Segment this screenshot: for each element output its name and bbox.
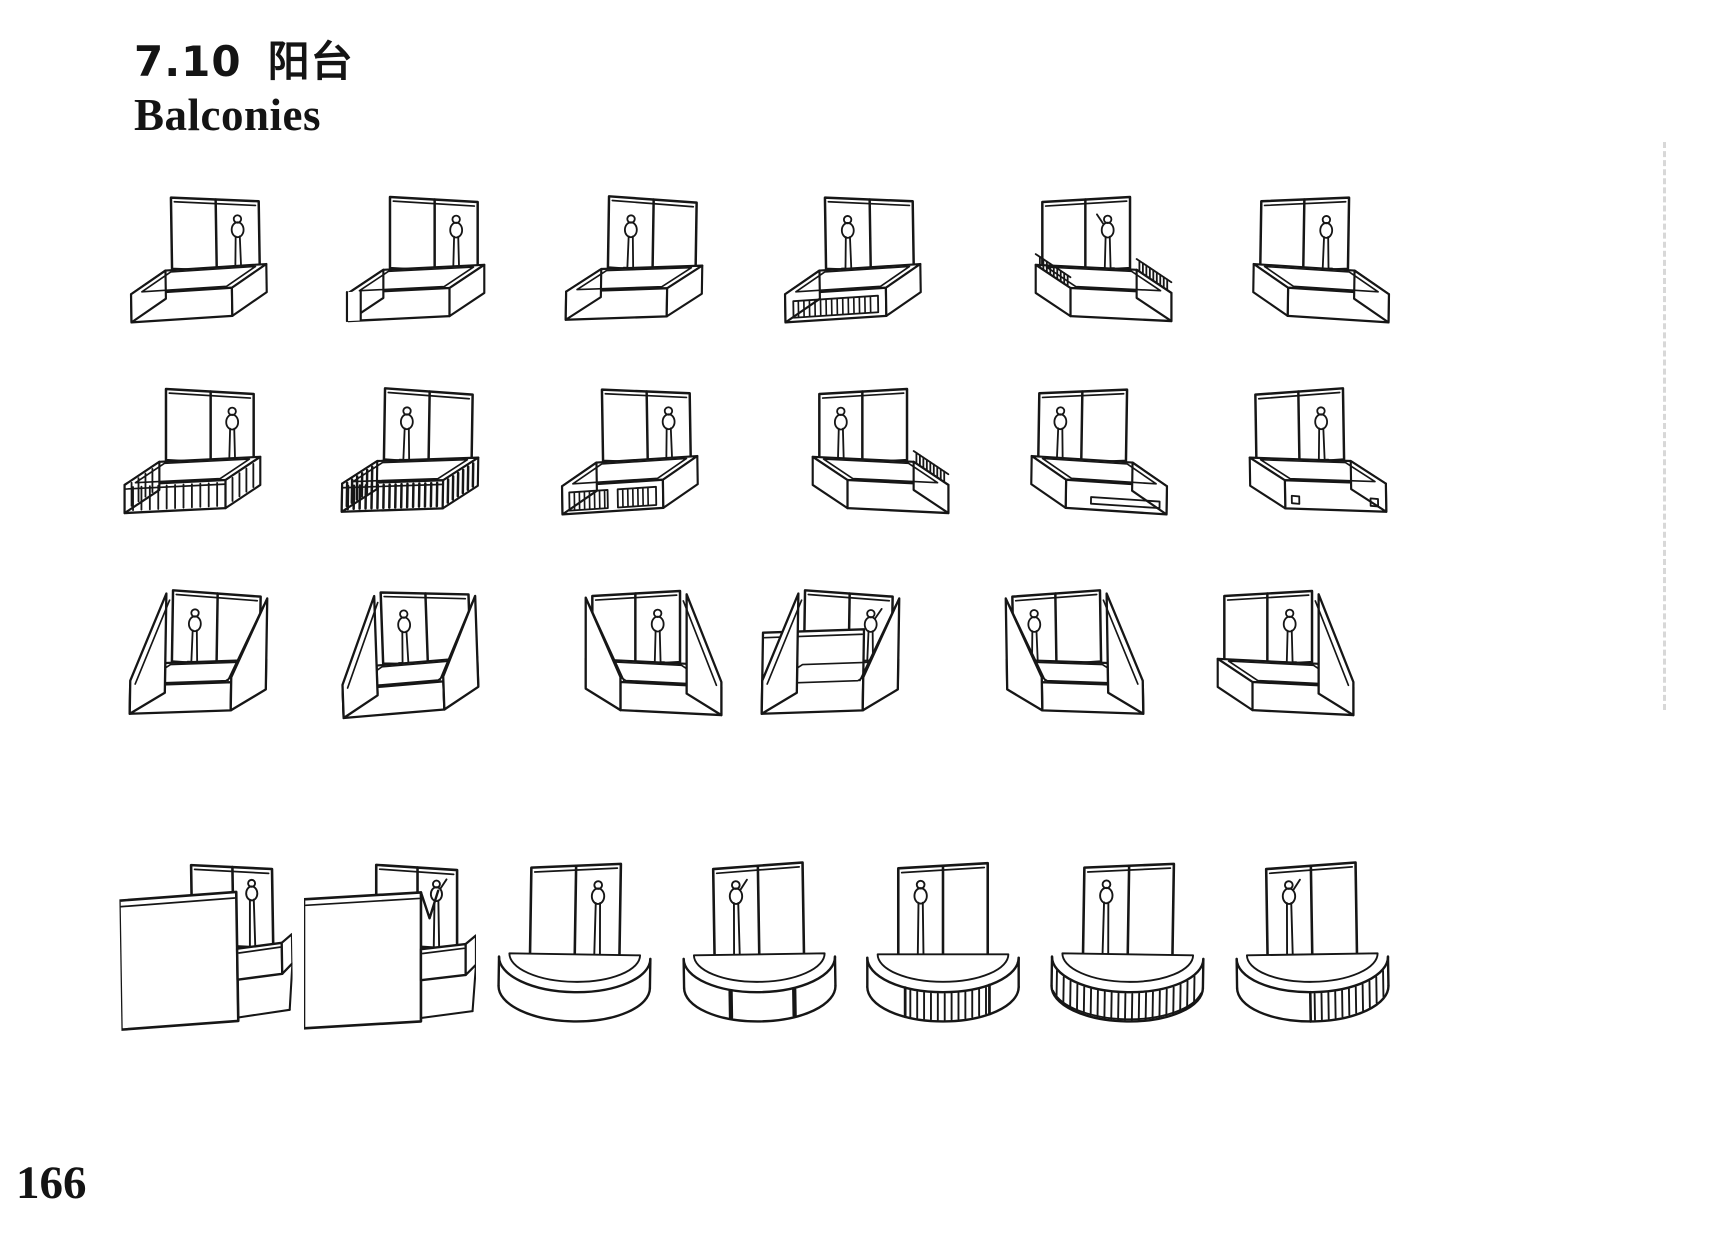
balcony-sketch-parapet-corner-holes [1210, 372, 1392, 540]
balcony-sketch-corner-notched [304, 816, 477, 1060]
balcony-sketch-tall-side-walls-deep [546, 574, 728, 742]
balcony-sketch-tall-side-walls-sloped [335, 574, 517, 742]
sketch-row-1 [124, 180, 1396, 346]
balcony-sketch-parapet-back-baluster-screen [773, 372, 955, 540]
balcony-sketch-round-half-balusters [1226, 816, 1398, 1060]
balcony-sketch-round-balusters [1042, 816, 1214, 1060]
balcony-sketch-baluster-railing [118, 372, 300, 540]
balcony-sketch-tall-side-walls [124, 574, 306, 742]
title-zh: 阳台 [267, 37, 354, 86]
scan-fold-line [1663, 142, 1666, 710]
balcony-sketch-corner-recessed [118, 816, 294, 1060]
balcony-sketch-solid-parapet [124, 180, 306, 348]
page-number: 166 [16, 1157, 87, 1209]
balcony-sketch-enclosed-high-front [756, 574, 938, 742]
balcony-sketch-solid-parapet-right-view [1214, 180, 1396, 348]
sketch-row-4 [118, 816, 1398, 1066]
balcony-sketch-one-tall-side-wall [1178, 574, 1360, 742]
balcony-sketch-parapet-baluster-band [778, 180, 960, 348]
balcony-sketch-round-baluster-panel [857, 816, 1029, 1060]
sketch-row-2 [118, 372, 1392, 562]
balcony-sketch-baluster-railing-dense [336, 372, 518, 540]
balcony-sketch-round-slotted [673, 816, 845, 1060]
title-en: Balconies [134, 90, 322, 140]
page-header: 7.10 阳台 Balconies [134, 36, 354, 142]
section-title-zh: 7.10 阳台 [134, 36, 354, 88]
balcony-sketch-tall-side-walls-open-front [967, 574, 1149, 742]
sketch-row-3 [124, 574, 1360, 766]
section-number: 7.10 [134, 37, 242, 86]
balcony-sketch-parapet-two-baluster-panels [555, 372, 737, 540]
balcony-sketch-parapet-horizontal-slot [992, 372, 1174, 540]
balcony-sketch-parapet-corner-slot [342, 180, 524, 348]
balcony-sketch-round-solid [489, 816, 661, 1060]
balcony-sketch-solid-parapet-left-view [560, 180, 742, 348]
balcony-sketch-parapet-side-balusters [996, 180, 1178, 348]
